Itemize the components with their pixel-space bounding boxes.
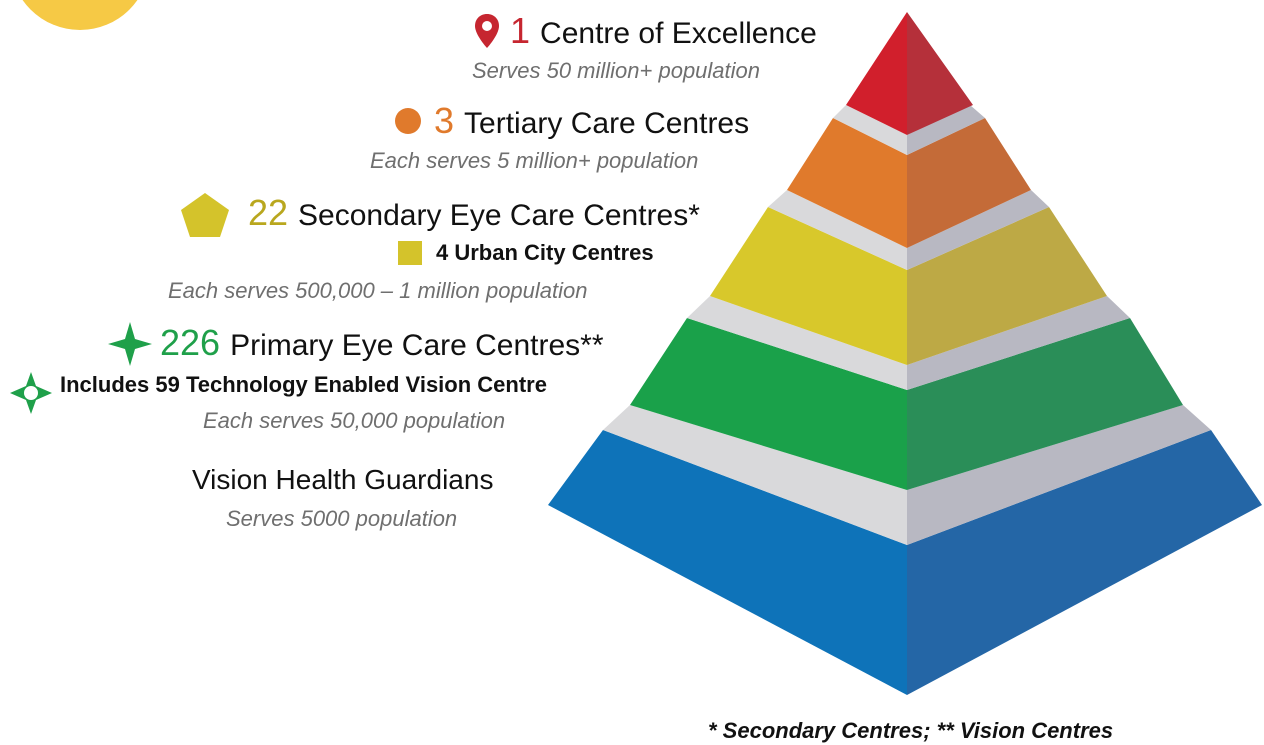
tier-1-subtitle: Serves 50 million+ population bbox=[472, 58, 761, 83]
map-pin-icon bbox=[475, 14, 499, 48]
tier-4-extra-label: Includes 59 Technology Enabled Vision Ce… bbox=[60, 372, 547, 397]
pyramid-tier-red-left bbox=[846, 12, 907, 135]
pyramid-tier-green-right bbox=[907, 318, 1183, 490]
pyramid-gap-3-right bbox=[907, 296, 1130, 390]
pyramid-gap-2-left bbox=[768, 190, 907, 270]
tier-4-subtitle: Each serves 50,000 population bbox=[203, 408, 506, 433]
pyramid-gap-1-left bbox=[833, 105, 907, 155]
tier-3-heading: 22 Secondary Eye Care Centres* bbox=[180, 192, 700, 238]
tier-1-count: 1 bbox=[510, 10, 531, 51]
tier-4-title: Primary Eye Care Centres** bbox=[230, 329, 604, 362]
tier-5-title: Vision Health Guardians bbox=[192, 464, 494, 495]
pyramid-tier-yellow-right bbox=[907, 207, 1107, 365]
tier-3-extra-label: 4 Urban City Centres bbox=[436, 240, 654, 265]
square-icon bbox=[398, 241, 422, 265]
pyramid-gap-3-left bbox=[687, 296, 907, 390]
tier-3-subtitle: Each serves 500,000 – 1 million populati… bbox=[168, 278, 588, 303]
pyramid-gap-4-right bbox=[907, 405, 1211, 545]
tier-4-count: 226 bbox=[160, 322, 221, 363]
tier-3-count: 22 bbox=[248, 192, 289, 233]
tier-2-count: 3 bbox=[434, 100, 455, 141]
vision-centre-icon bbox=[10, 372, 52, 414]
tier-3-extra: 4 Urban City Centres bbox=[398, 240, 654, 266]
tier-2-title: Tertiary Care Centres bbox=[464, 107, 750, 140]
pyramid-tier-yellow-left bbox=[710, 207, 907, 365]
sun-decoration bbox=[0, 0, 180, 45]
pyramid-gap-1-right bbox=[907, 105, 985, 155]
pyramid-tier-red-right bbox=[907, 12, 973, 135]
pyramid-tier-orange-left bbox=[787, 118, 907, 248]
tier-1-heading: 1 Centre of Excellence bbox=[474, 10, 817, 52]
pyramid-tier-blue-right bbox=[907, 430, 1262, 695]
pyramid-tier-blue-left bbox=[548, 430, 907, 695]
tier-2-heading: 3 Tertiary Care Centres bbox=[394, 100, 749, 142]
tier-4-extra: Includes 59 Technology Enabled Vision Ce… bbox=[10, 372, 547, 414]
pyramid-tier-orange-right bbox=[907, 118, 1031, 248]
tier-5-subtitle: Serves 5000 population bbox=[226, 506, 458, 531]
circle-icon bbox=[395, 108, 421, 134]
star-icon bbox=[108, 322, 152, 366]
tier-3-title: Secondary Eye Care Centres* bbox=[298, 199, 700, 232]
pentagon-icon bbox=[181, 193, 229, 237]
tier-4-heading: 226 Primary Eye Care Centres** bbox=[108, 322, 604, 366]
pyramid-gap-2-right bbox=[907, 190, 1049, 270]
pyramid-tier-green-left bbox=[630, 318, 907, 490]
tier-1-title: Centre of Excellence bbox=[540, 17, 817, 50]
tier-2-subtitle: Each serves 5 million+ population bbox=[370, 148, 699, 173]
pyramid-gap-4-left bbox=[603, 405, 907, 545]
footnote: * Secondary Centres; ** Vision Centres bbox=[708, 718, 1114, 743]
